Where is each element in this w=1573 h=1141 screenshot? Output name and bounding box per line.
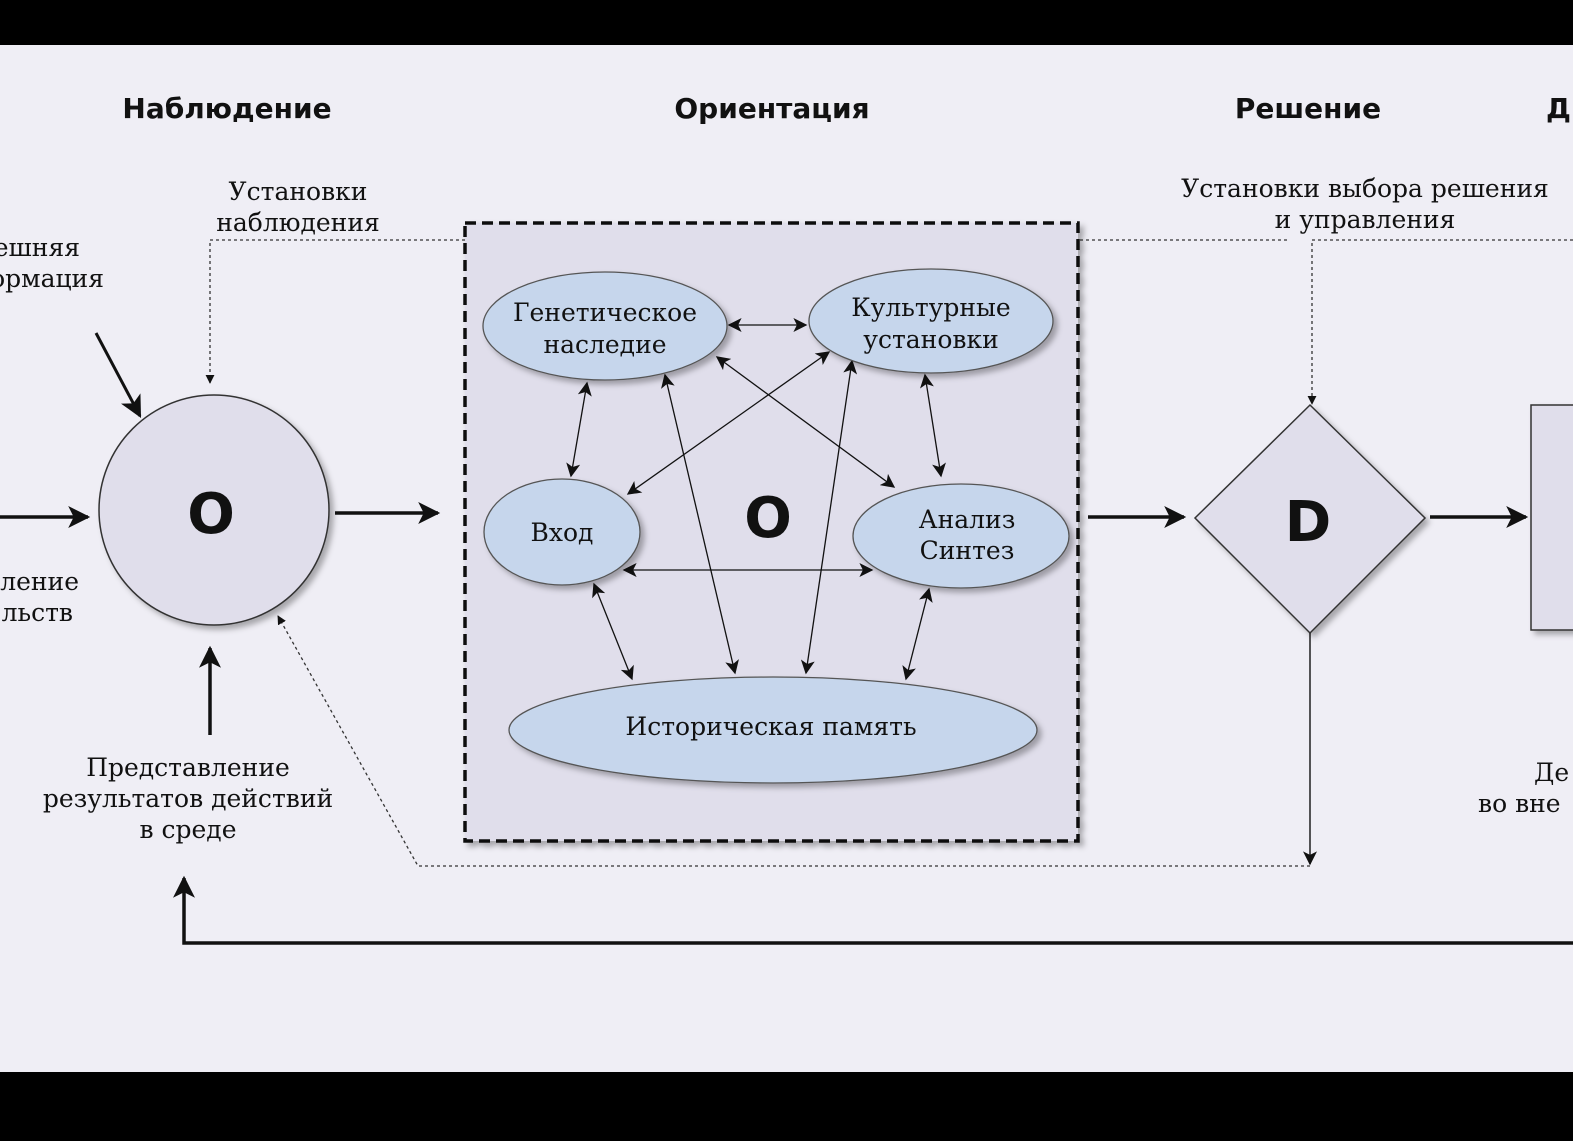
act-node	[1530, 404, 1573, 631]
decision-settings-line	[1307, 239, 1573, 405]
link-analysis-history	[902, 587, 933, 681]
heading-observe: Наблюдение	[122, 92, 331, 125]
input-label: Вход	[531, 518, 594, 547]
label-decision-settings-2: и управления	[1275, 205, 1456, 234]
analysis-synthesis-node	[852, 483, 1070, 589]
label-external-info-2: ормация	[0, 264, 104, 293]
observe-symbol: O	[187, 482, 235, 547]
label-observation-settings-2: наблюдения	[216, 208, 380, 237]
observation-settings-line	[205, 239, 465, 384]
label-action-results-1: Представление	[86, 753, 290, 782]
cultural-settings-label-2: установки	[863, 325, 999, 354]
label-action-partial-2: во вне	[1478, 789, 1561, 818]
heading-decide: Решение	[1235, 92, 1381, 125]
orientation-links	[566, 318, 946, 681]
label-circumstances-2: льств	[2, 598, 73, 627]
genetic-heritage-label-2: наследие	[543, 330, 666, 359]
label-circumstances-1: ление	[0, 567, 79, 596]
label-external-info-1: ешняя	[0, 233, 80, 262]
orient-symbol: O	[744, 486, 792, 551]
heading-orient: Ориентация	[674, 92, 869, 125]
cultural-settings-node	[808, 268, 1054, 374]
link-cultural-input	[626, 351, 831, 495]
decide-symbol: D	[1285, 490, 1331, 555]
label-action-results-2: результатов действий	[43, 784, 333, 813]
observe-node	[98, 394, 330, 626]
analysis-label: Анализ	[919, 505, 1016, 534]
link-input-history	[592, 582, 634, 681]
link-cultural-history	[800, 359, 858, 675]
action-feedback-loop	[173, 875, 1573, 945]
link-genetic-input	[566, 381, 592, 478]
genetic-heritage-label-1: Генетическое	[513, 298, 697, 327]
link-cultural-analysis	[920, 373, 946, 478]
synthesis-label: Синтез	[920, 536, 1015, 565]
label-decision-settings-1: Установки выбора решения	[1181, 174, 1549, 203]
heading-act: Д	[1546, 92, 1571, 125]
external-info-arrow	[94, 332, 142, 418]
input-node	[483, 478, 641, 586]
label-action-results-3: в среде	[139, 815, 236, 844]
cultural-settings-label-1: Культурные	[851, 293, 1010, 322]
label-action-partial-1: Де	[1534, 758, 1569, 787]
historical-memory-node	[508, 676, 1038, 784]
genetic-heritage-node	[482, 271, 728, 381]
historical-memory-label: Историческая память	[625, 712, 916, 741]
label-observation-settings-1: Установки	[229, 177, 368, 206]
